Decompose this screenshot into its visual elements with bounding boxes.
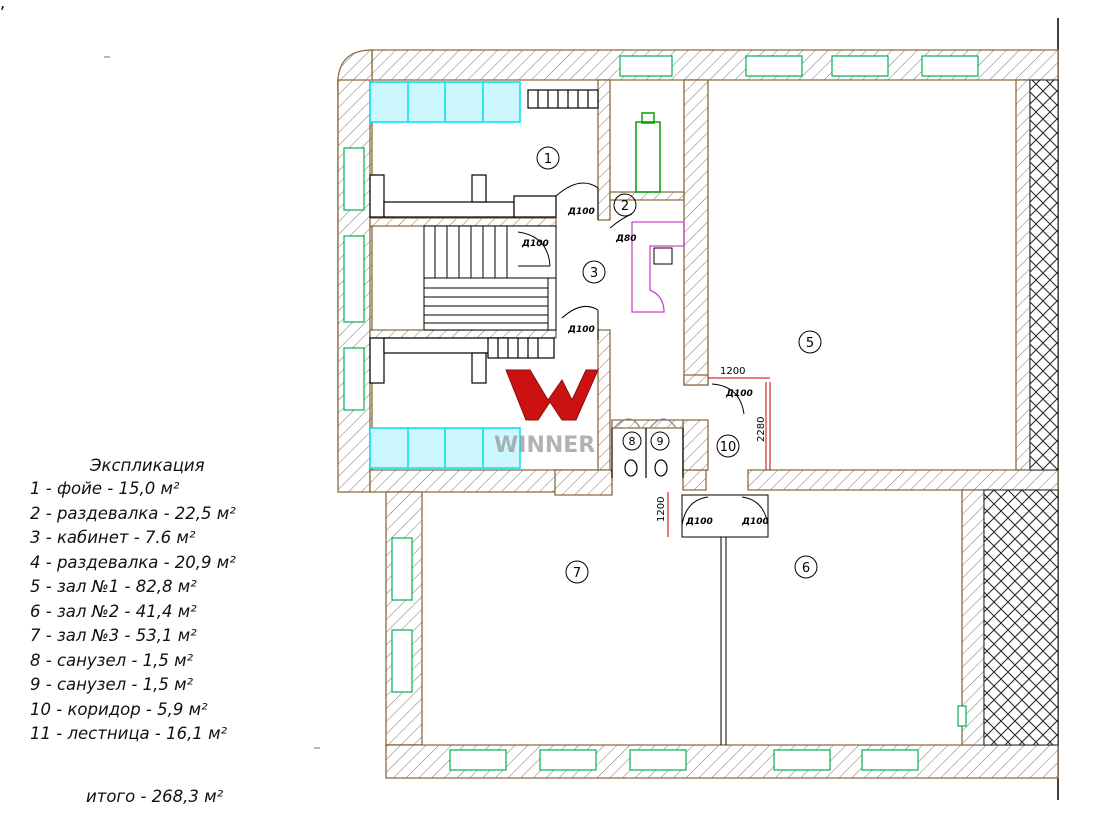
door-label: Д80 bbox=[615, 234, 637, 244]
explication-row: 4 - раздевалка - 20,9 м² bbox=[30, 552, 236, 572]
door-label: Д100 bbox=[741, 517, 769, 527]
stairs bbox=[423, 225, 557, 331]
explication-row: 5 - зал №1 - 82,8 м² bbox=[30, 577, 197, 596]
dim-2280: 2280 bbox=[756, 417, 767, 442]
door-label: Д100 bbox=[567, 325, 595, 335]
desk bbox=[631, 221, 685, 313]
explication-row: 10 - коридор - 5,9 м² bbox=[30, 699, 208, 719]
benches bbox=[369, 89, 599, 384]
door-label: Д100 bbox=[521, 239, 549, 249]
room-labels bbox=[536, 146, 822, 584]
walls bbox=[337, 49, 1059, 779]
room-number: 1 bbox=[544, 152, 552, 167]
explication-row: 8 - санузел - 1,5 м² bbox=[30, 650, 194, 670]
room-number: 7 bbox=[573, 566, 581, 581]
explication-row: 11 - лестница - 16,1 м² bbox=[30, 724, 228, 743]
room-number: 2 bbox=[621, 199, 629, 214]
partition bbox=[681, 494, 769, 745]
room-number: 6 bbox=[802, 561, 810, 576]
crosshatch-right-bottom bbox=[983, 489, 1059, 746]
wc bbox=[611, 418, 684, 478]
explication-row: 2 - раздевалка - 22,5 м² bbox=[30, 503, 236, 523]
explication-row: 9 - санузел - 1,5 м² bbox=[30, 675, 194, 694]
dim-1200-top: 1200 bbox=[720, 366, 745, 377]
watermark-logo: WINNER bbox=[494, 369, 599, 458]
explication-title: Экспликация bbox=[90, 456, 205, 475]
windows bbox=[343, 55, 979, 771]
explication-row: 3 - кабинет - 7.6 м² bbox=[30, 528, 196, 547]
dim-1200-left: 1200 bbox=[656, 497, 667, 522]
explication-total: итого - 268,3 м² bbox=[86, 786, 224, 806]
room-number: 5 bbox=[806, 336, 814, 351]
room-number: 3 bbox=[590, 266, 598, 281]
explication-row: 1 - фойе - 15,0 м² bbox=[30, 479, 180, 498]
room-number: 9 bbox=[657, 435, 664, 448]
svg-text:,: , bbox=[0, 0, 5, 12]
lockers bbox=[369, 81, 521, 469]
explication-row: 7 - зал №3 - 53,1 м² bbox=[30, 626, 197, 645]
explication-list: 1 - фойе - 15,0 м² 2 - раздевалка - 22,5… bbox=[30, 477, 330, 747]
door-arcs bbox=[517, 182, 769, 526]
door-label: Д100 bbox=[685, 517, 713, 527]
room-number: 8 bbox=[629, 435, 636, 448]
door-label: Д100 bbox=[725, 389, 753, 399]
equipment bbox=[635, 112, 661, 193]
dimension-lines bbox=[667, 377, 771, 537]
crosshatch-right-top bbox=[1029, 79, 1059, 471]
explication-row: 6 - зал №2 - 41,4 м² bbox=[30, 601, 197, 621]
watermark-text: WINNER bbox=[494, 433, 595, 458]
explication: Экспликация 1 - фойе - 15,0 м² 2 - разде… bbox=[30, 456, 330, 806]
door-label: Д100 bbox=[567, 207, 595, 217]
room-number: 10 bbox=[720, 440, 737, 455]
